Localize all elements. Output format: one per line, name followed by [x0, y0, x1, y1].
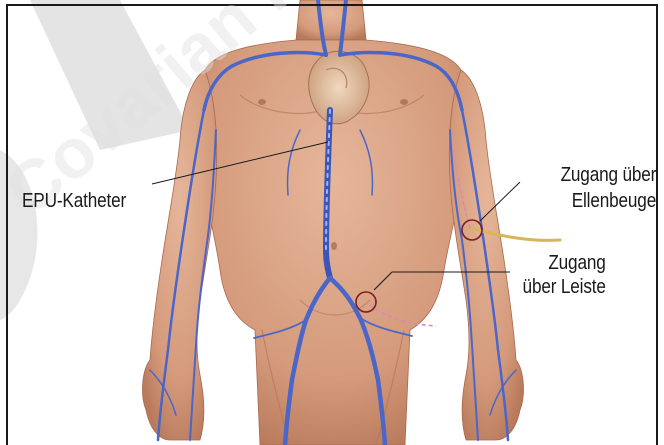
label-access-groin-line1: Zugang	[549, 252, 606, 274]
label-epu-catheter: EPU-Katheter	[22, 190, 126, 212]
label-access-elbow-line2: Ellenbeuge	[572, 190, 656, 212]
label-access-elbow-line1: Zugang über	[560, 164, 656, 186]
image-frame	[6, 4, 658, 445]
label-access-groin-line2: über Leiste	[523, 276, 606, 298]
